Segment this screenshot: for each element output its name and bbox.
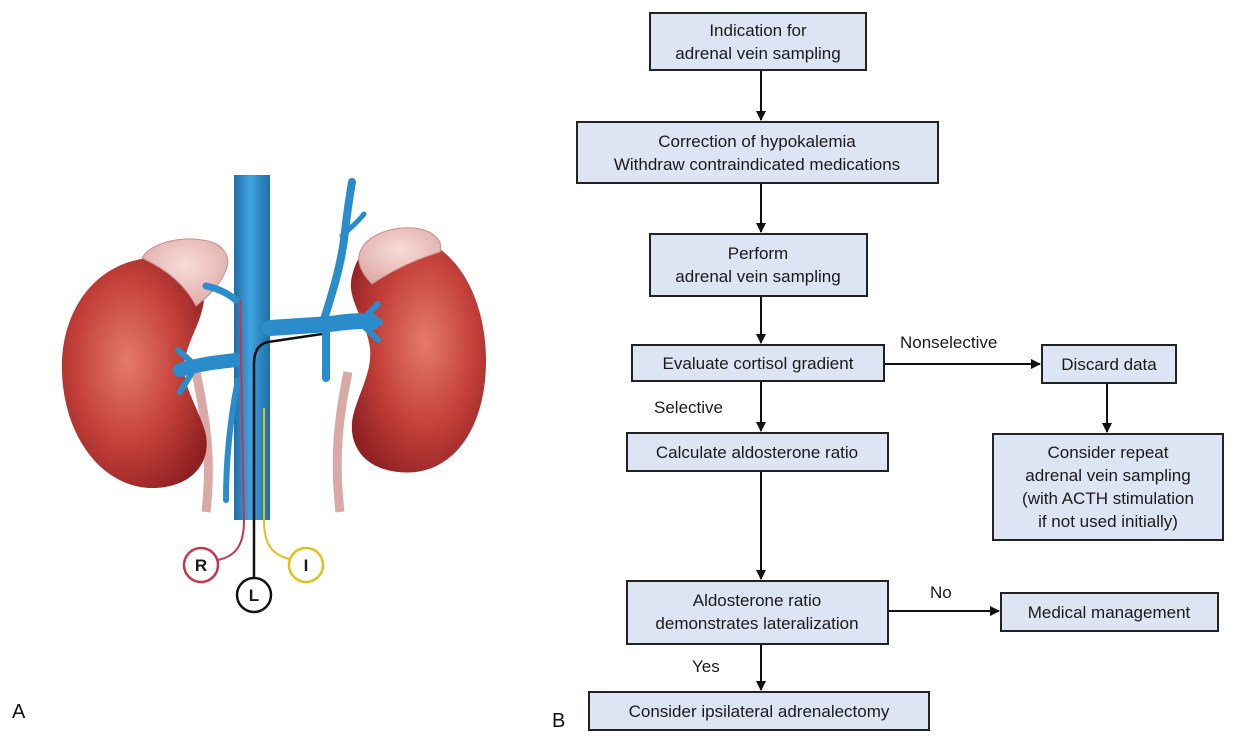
box-indication-line: Indication for [709,21,807,40]
box-indication-line: adrenal vein sampling [675,44,840,63]
svg-text:if not used initially): if not used initially) [1038,512,1178,531]
svg-text:Consider repeat: Consider repeat [1048,443,1169,462]
box-calculate: Calculate aldosterone ratio [626,432,889,472]
box-correction: Correction of hypokalemia Withdraw contr… [576,121,939,184]
box-medical-line: Medical management [1028,603,1191,622]
box-repeat: Consider repeat adrenal vein sampling (w… [992,433,1224,541]
box-repeat-line: Consider repeat [1048,443,1169,462]
svg-text:Perform: Perform [728,244,788,263]
box-repeat-line: if not used initially) [1038,512,1178,531]
catheter-label-right-text: R [195,556,207,575]
right-catheter [217,299,246,561]
edge-label-nonselective: Nonselective [900,333,997,352]
box-lateralization-line: demonstrates lateralization [655,614,858,633]
box-evaluate: Evaluate cortisol gradient [631,344,885,382]
right-gonadal-vein [223,377,241,503]
box-perform-line: adrenal vein sampling [675,267,840,286]
box-repeat-line: adrenal vein sampling [1025,466,1190,485]
box-indication: Indication for adrenal vein sampling [649,12,867,71]
box-calculate-line: Calculate aldosterone ratio [656,443,858,462]
box-adrenalectomy-line: Consider ipsilateral adrenalectomy [629,702,890,721]
catheter-label-inferior: I [287,546,325,584]
svg-text:Evaluate cortisol gradient: Evaluate cortisol gradient [663,354,854,373]
box-correction-line: Correction of hypokalemia [658,132,856,151]
right-renal-vein-branches [173,347,199,395]
edge-label-no: No [930,583,952,602]
box-correction-line: Withdraw contraindicated medications [614,155,900,174]
right-adrenal-vein [202,282,240,304]
adrenal-vein-illustration: R L I A [12,175,486,723]
svg-text:Correction of hypokalemia: Correction of hypokalemia [658,132,856,151]
panel-label-b: B [552,710,565,732]
left-adrenal-vein-branch [339,211,367,239]
box-medical-management: Medical management [1000,592,1219,632]
left-kidney [350,235,486,473]
box-lateralization-line: Aldosterone ratio [693,591,822,610]
svg-text:demonstrates lateralization: demonstrates lateralization [655,614,858,633]
left-adrenal-gland [358,227,442,285]
svg-text:Medical management: Medical management [1028,603,1191,622]
svg-text:adrenal vein sampling: adrenal vein sampling [1025,466,1190,485]
box-evaluate-line: Evaluate cortisol gradient [663,354,854,373]
left-ureter [332,371,353,513]
catheter-label-inferior-text: I [304,556,309,575]
svg-text:adrenal vein sampling: adrenal vein sampling [675,44,840,63]
left-adrenal-vein [318,178,356,330]
svg-text:(with ACTH stimulation: (with ACTH stimulation [1022,489,1194,508]
box-lateralization: Aldosterone ratio demonstrates lateraliz… [626,580,889,645]
left-renal-vein-branches [357,301,383,343]
svg-text:adrenal vein sampling: adrenal vein sampling [675,267,840,286]
box-perform: Perform adrenal vein sampling [649,233,868,297]
box-adrenalectomy: Consider ipsilateral adrenalectomy [588,691,930,731]
inferior-catheter [263,408,295,561]
right-kidney [61,257,207,489]
svg-text:Calculate aldosterone ratio: Calculate aldosterone ratio [656,443,858,462]
svg-text:Withdraw contraindicated medic: Withdraw contraindicated medications [614,155,900,174]
svg-text:Consider ipsilateral adrenalec: Consider ipsilateral adrenalectomy [629,702,890,721]
svg-text:Aldosterone ratio: Aldosterone ratio [693,591,822,610]
catheter-label-right: R [182,546,220,584]
box-repeat-line: (with ACTH stimulation [1022,489,1194,508]
svg-text:Indication for: Indication for [709,21,807,40]
right-ureter [191,371,213,513]
catheter-label-left: L [235,576,273,614]
svg-text:Discard data: Discard data [1061,355,1157,374]
box-perform-line: Perform [728,244,788,263]
box-discard-line: Discard data [1061,355,1157,374]
box-discard: Discard data [1041,344,1177,384]
left-catheter [252,332,323,578]
edge-label-selective: Selective [654,398,723,417]
catheter-label-left-text: L [249,586,259,605]
edge-label-yes: Yes [692,657,720,676]
panel-label-a: A [12,701,26,723]
